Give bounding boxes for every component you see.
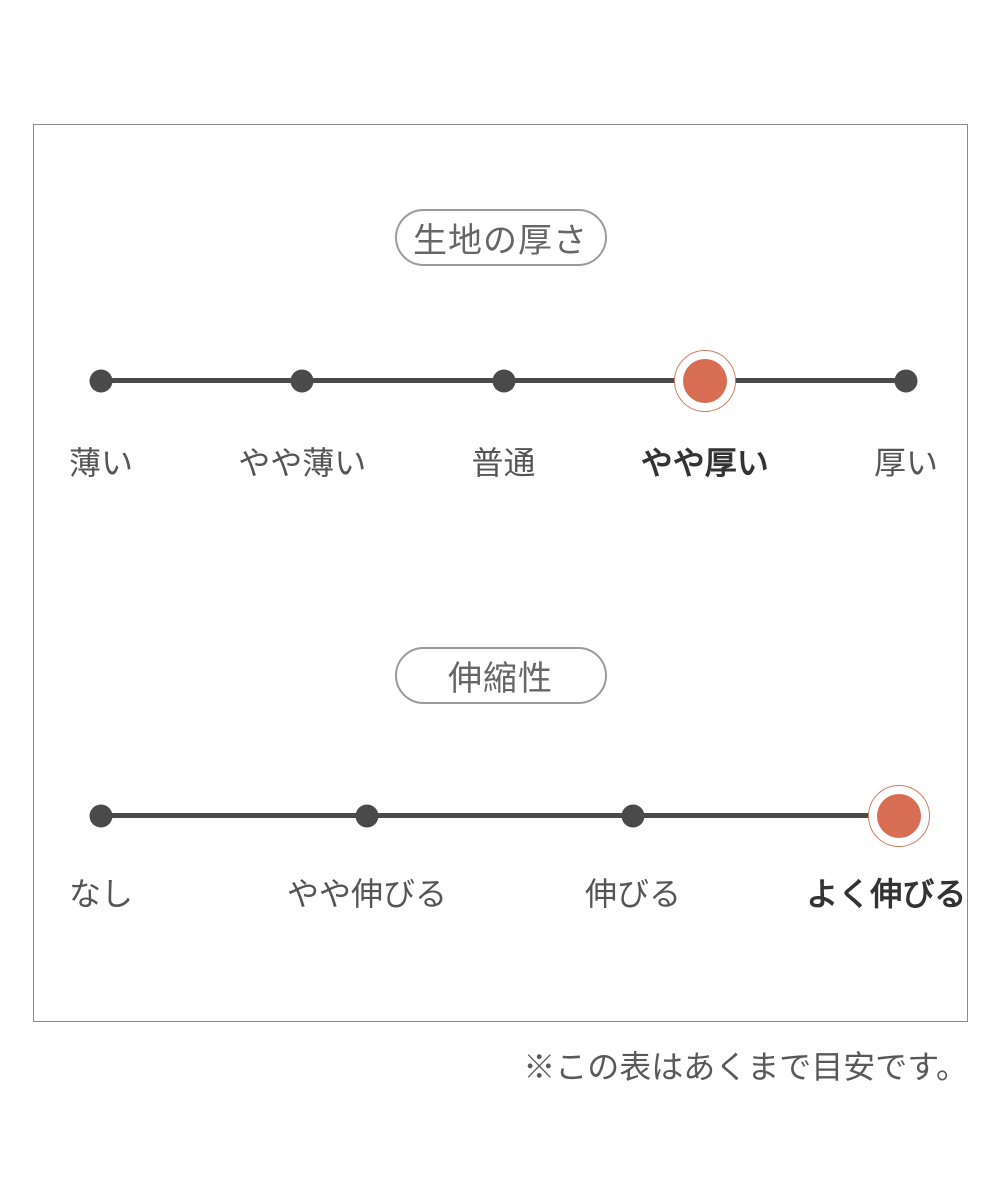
section-title-stretch: 伸縮性 (448, 660, 553, 698)
stretch-label-none: なし (68, 876, 134, 912)
selected-marker-icon (877, 793, 921, 838)
spec-diagram-box: 生地の厚さ 薄い やや薄い 普通 やや厚い 厚い 伸縮性 なし やや伸びる 伸び… (33, 124, 968, 1022)
thickness-label-somewhat-thin: やや薄い (238, 445, 367, 481)
stretch-dot-3 (621, 804, 645, 827)
thickness-label-thick: 厚い (873, 445, 939, 481)
stretch-dot-2 (355, 804, 379, 827)
stretch-label-stretch: 伸びる (584, 876, 682, 912)
section-title-pill-thickness: 生地の厚さ (394, 209, 607, 266)
stretch-scale-line (89, 784, 930, 847)
thickness-dot-3 (492, 369, 515, 392)
section-title-pill-stretch: 伸縮性 (394, 647, 607, 704)
selected-marker-icon (682, 358, 727, 403)
thickness-label-somewhat-thick: やや厚い (640, 445, 769, 481)
stretch-label-somewhat-stretch: やや伸びる (286, 876, 447, 912)
thickness-dot-2 (290, 369, 314, 392)
thickness-label-thin: 薄い (68, 445, 134, 481)
thickness-label-normal: 普通 (471, 445, 536, 481)
stretch-dot-1 (89, 804, 113, 827)
thickness-dot-selected (673, 349, 736, 412)
stretch-dot-selected (868, 784, 930, 847)
thickness-dot-5 (894, 369, 918, 392)
thickness-dot-1 (89, 369, 113, 392)
thickness-labels: 薄い やや薄い 普通 やや厚い 厚い (69, 443, 938, 483)
stretch-labels: なし やや伸びる 伸びる よく伸びる (69, 874, 966, 914)
section-title-thickness: 生地の厚さ (413, 222, 588, 260)
thickness-scale-line (89, 349, 918, 412)
stretch-label-very-stretch: よく伸びる (806, 876, 967, 912)
disclaimer-note: ※この表はあくまで目安です。 (523, 1049, 968, 1085)
